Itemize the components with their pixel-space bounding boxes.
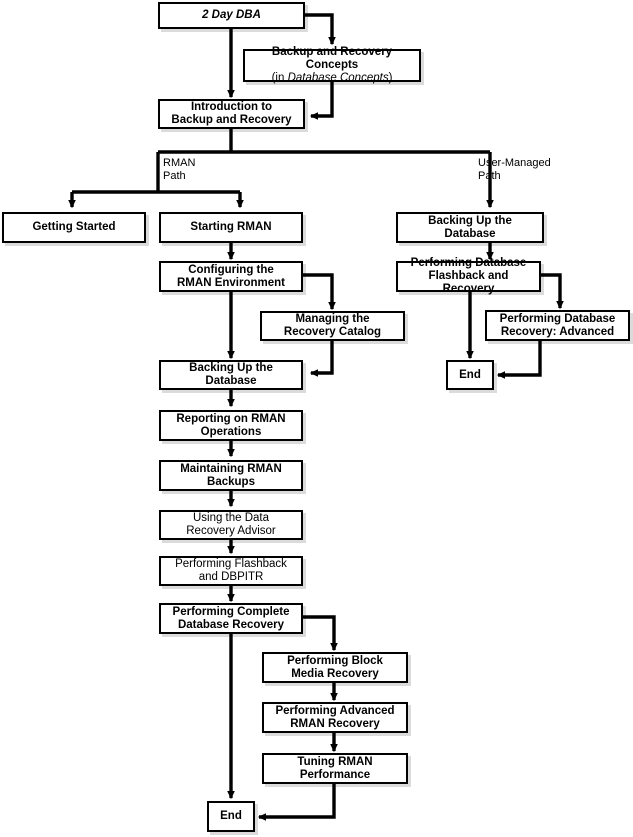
label-user-managed-path: User-Managed Path xyxy=(478,157,551,182)
node-label-line1: Managing the xyxy=(295,313,370,325)
node-label: End xyxy=(459,368,481,381)
node-label-line2: Performance xyxy=(299,768,371,781)
node-performing-database-flashback-and-recovery[interactable]: Performing Database Flashback and Recove… xyxy=(396,257,541,295)
node-backup-and-recovery-concepts[interactable]: Backup and Recovery Concepts (in Databas… xyxy=(243,46,421,84)
node-label-line1: Tuning RMAN xyxy=(297,755,373,768)
node-backing-up-the-database-rman[interactable]: Backing Up the Database xyxy=(159,360,303,390)
node-label-line1: Configuring the xyxy=(188,263,274,276)
node-using-the-data-recovery-advisor[interactable]: Using the Data Recovery Advisor xyxy=(159,510,303,540)
wire-advanced-to-end xyxy=(496,341,542,379)
node-tuning-rman-performance[interactable]: Tuning RMAN Performance xyxy=(262,753,408,784)
node-label: End xyxy=(220,810,242,822)
node-label-line1: Performing Complete xyxy=(172,605,290,618)
node-label-line2: Recovery Advisor xyxy=(186,525,276,537)
node-label-line1: Performing Flashback xyxy=(175,558,287,570)
node-backing-up-the-database-user-managed[interactable]: Backing Up the Database xyxy=(396,212,544,243)
wire-dba-to-concepts xyxy=(305,13,336,46)
node-label-line2: Database Recovery xyxy=(177,618,285,631)
node-label-line2: RMAN Recovery xyxy=(290,717,380,730)
node-label: Backing Up the Database xyxy=(428,214,512,240)
node-label: Starting RMAN xyxy=(190,221,272,233)
node-label-line2: Flashback and Recovery xyxy=(428,270,509,295)
wire-concepts-to-intro xyxy=(309,82,334,120)
node-label-line2: Operations xyxy=(200,425,262,438)
wire-flashback-to-advanced xyxy=(541,273,564,310)
node-configuring-the-rman-environment[interactable]: Configuring the RMAN Environment xyxy=(159,261,303,292)
node-label-line1: Introduction to xyxy=(190,101,273,113)
node-managing-the-recovery-catalog[interactable]: Managing the Recovery Catalog xyxy=(260,311,405,341)
node-label: Getting Started xyxy=(32,221,116,233)
node-maintaining-rman-backups[interactable]: Maintaining RMAN Backups xyxy=(159,460,303,491)
wire-tuning-to-end xyxy=(257,784,336,821)
node-2-day-dba[interactable]: 2 Day DBA xyxy=(158,2,305,29)
node-performing-flashback-and-dbpitr[interactable]: Performing Flashback and DBPITR xyxy=(159,556,303,586)
node-label-line2: (in Database Concepts) xyxy=(271,72,393,84)
node-end-user-managed[interactable]: End xyxy=(446,360,494,390)
node-introduction-to-backup-and-recovery[interactable]: Introduction to Backup and Recovery xyxy=(158,99,305,129)
node-performing-complete-database-recovery[interactable]: Performing Complete Database Recovery xyxy=(159,603,303,634)
node-label-line1: Maintaining RMAN xyxy=(180,462,282,475)
node-label-line2: Backups xyxy=(207,475,255,488)
node-label-line1: Backup and Recovery Concepts xyxy=(271,46,393,71)
node-performing-database-recovery-advanced[interactable]: Performing Database Recovery: Advanced xyxy=(485,310,630,341)
node-label: 2 Day DBA xyxy=(202,9,261,21)
node-label-line1: Performing Database xyxy=(410,257,527,269)
node-reporting-on-rman-operations[interactable]: Reporting on RMAN Operations xyxy=(159,410,303,441)
node-label: Backing Up the Database xyxy=(189,362,273,387)
wire-complete-to-block xyxy=(303,615,338,652)
node-starting-rman[interactable]: Starting RMAN xyxy=(159,212,303,243)
label-rman-path: RMAN Path xyxy=(163,157,196,182)
node-end-rman[interactable]: End xyxy=(207,801,255,832)
node-label-line2: RMAN Environment xyxy=(177,276,285,289)
wire-catalog-to-backingup xyxy=(309,341,334,377)
node-label-line2: Recovery Catalog xyxy=(283,326,382,338)
node-label-line1: Performing Block xyxy=(287,654,383,667)
node-getting-started[interactable]: Getting Started xyxy=(2,212,146,243)
node-label-line1: Performing Advanced xyxy=(275,704,395,717)
wire-config-to-catalog xyxy=(303,273,336,311)
node-performing-block-media-recovery[interactable]: Performing Block Media Recovery xyxy=(262,652,408,683)
node-label-line2: Backup and Recovery xyxy=(171,114,292,126)
node-label-line2: and DBPITR xyxy=(198,571,264,583)
node-label-line1: Performing Database xyxy=(499,312,616,325)
node-label-line1: Using the Data xyxy=(192,512,270,524)
node-performing-advanced-rman-recovery[interactable]: Performing Advanced RMAN Recovery xyxy=(262,702,408,733)
node-label-line1: Reporting on RMAN xyxy=(176,412,286,425)
node-label-line2: Media Recovery xyxy=(291,667,379,680)
node-label-line2: Recovery: Advanced xyxy=(500,325,615,338)
